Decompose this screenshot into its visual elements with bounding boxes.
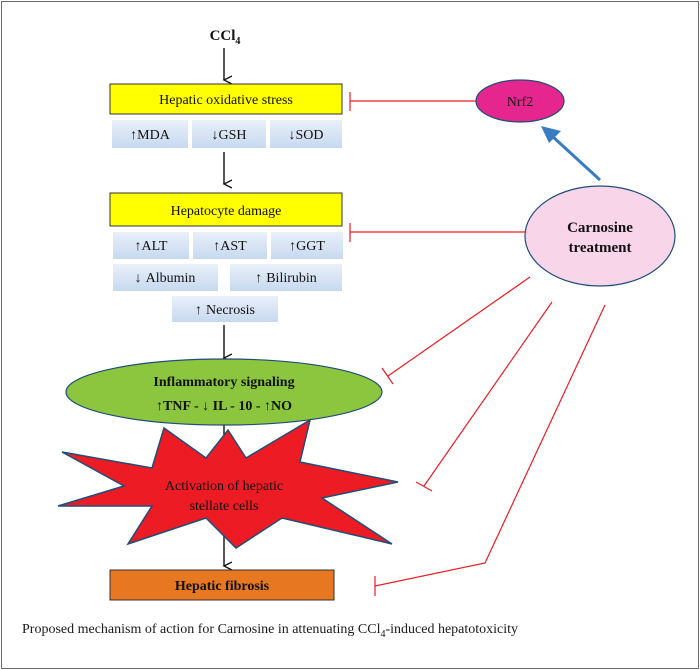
carnosine-label-line2: treatment	[568, 240, 631, 256]
hepatocyte-damage-label: Hepatocyte damage	[171, 204, 282, 219]
marker-mda: ↑MDA	[130, 128, 171, 143]
marker-gsh: ↓GSH	[211, 128, 246, 143]
figure-caption: Proposed mechanism of action for Carnosi…	[22, 622, 519, 640]
marker-box-sod	[270, 120, 342, 148]
marker-necrosis: ↑Necrosis	[195, 303, 255, 318]
inhibition-nrf2-to-oxidative-stress	[349, 92, 476, 111]
activation-arrow-carnosine-to-nrf2	[541, 126, 602, 182]
inhibition-carnosine-to-inflammation	[381, 276, 531, 385]
marker-bilirubin: ↑Bilirubin	[255, 271, 317, 286]
ccl4-label: CCl4	[210, 28, 241, 47]
marker-box-mda	[112, 120, 188, 148]
inhibition-carnosine-to-hepatocyte-damage	[349, 223, 525, 242]
oxidative-stress-label: Hepatic oxidative stress	[159, 93, 293, 108]
marker-ggt: ↑GGT	[289, 239, 325, 254]
stellate-activation-line2: stellate cells	[190, 499, 259, 514]
inhibition-carnosine-to-fibrosis	[374, 304, 606, 596]
nrf2-label: Nrf2	[507, 95, 533, 110]
marker-box-ggt	[271, 232, 343, 259]
oxidative-stress-box	[109, 83, 343, 115]
marker-box-albumin	[113, 264, 218, 291]
marker-box-gsh	[192, 120, 266, 148]
stellate-activation-star	[57, 418, 399, 549]
hepatic-fibrosis-label: Hepatic fibrosis	[175, 579, 270, 594]
inhibition-carnosine-to-stellate	[415, 301, 553, 492]
marker-box-ast	[193, 232, 267, 259]
inflammatory-signaling-ellipse	[65, 358, 383, 426]
marker-alt: ↑ALT	[135, 239, 168, 254]
marker-ast: ↑AST	[213, 239, 247, 254]
carnosine-label-line1: Carnosine	[567, 220, 633, 236]
hepatocyte-damage-box	[109, 192, 343, 227]
inflammatory-markers: ↑TNF - ↓ IL - 10 - ↑NO	[156, 399, 292, 414]
inflammatory-signaling-label: Inflammatory signaling	[153, 375, 294, 390]
marker-box-bilirubin	[230, 264, 342, 291]
marker-sod: ↓SOD	[288, 128, 323, 143]
hepatic-fibrosis-box	[109, 569, 335, 601]
marker-albumin: ↓Albumin	[135, 271, 196, 286]
marker-box-alt	[113, 232, 189, 259]
carnosine-treatment-ellipse	[524, 185, 676, 287]
stellate-activation-line1: Activation of hepatic	[165, 479, 283, 494]
marker-box-necrosis	[172, 296, 278, 322]
